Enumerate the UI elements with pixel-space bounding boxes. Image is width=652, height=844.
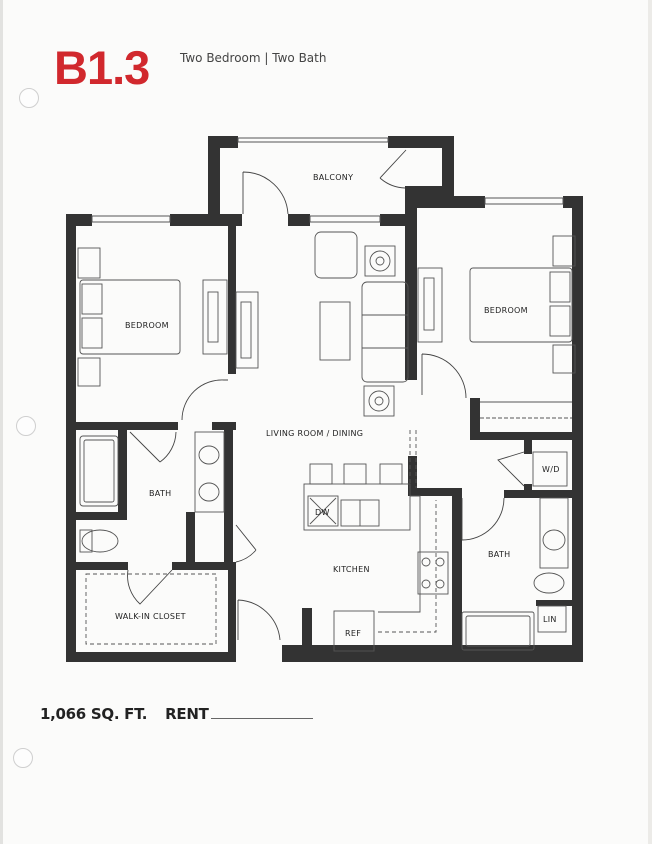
- binder-hole-icon: [13, 748, 33, 768]
- footer: 1,066 SQ. FT. RENT: [40, 705, 313, 723]
- room-label-washer-dryer: W/D: [542, 465, 560, 474]
- room-label-balcony: BALCONY: [313, 173, 353, 182]
- page-edge-right: [648, 0, 652, 844]
- room-label-walk-in-closet: WALK-IN CLOSET: [115, 612, 186, 621]
- windows: [91, 137, 564, 223]
- rent-blank-line: [210, 706, 313, 719]
- room-label-refrigerator: REF: [345, 629, 361, 638]
- room-label-bath-left: BATH: [149, 489, 171, 498]
- unit-code: B1.3: [54, 41, 150, 94]
- page-edge-left: [0, 0, 3, 844]
- walls: [66, 136, 583, 662]
- rent-label: RENT: [165, 705, 209, 723]
- room-label-bedroom-right: BEDROOM: [484, 306, 528, 315]
- room-label-kitchen: KITCHEN: [333, 565, 370, 574]
- room-label-living-dining: LIVING ROOM / DINING: [266, 429, 363, 438]
- binder-hole-icon: [19, 88, 39, 108]
- room-label-linen: LIN: [543, 615, 557, 624]
- binder-hole-icon: [16, 416, 36, 436]
- furniture: [77, 231, 576, 652]
- doors: [127, 149, 525, 641]
- room-label-bedroom-left: BEDROOM: [125, 321, 169, 330]
- square-footage: 1,066 SQ. FT.: [40, 705, 148, 723]
- room-label-bath-right: BATH: [488, 550, 510, 559]
- room-label-dishwasher: DW: [315, 508, 330, 517]
- unit-description: Two Bedroom | Two Bath: [180, 51, 327, 65]
